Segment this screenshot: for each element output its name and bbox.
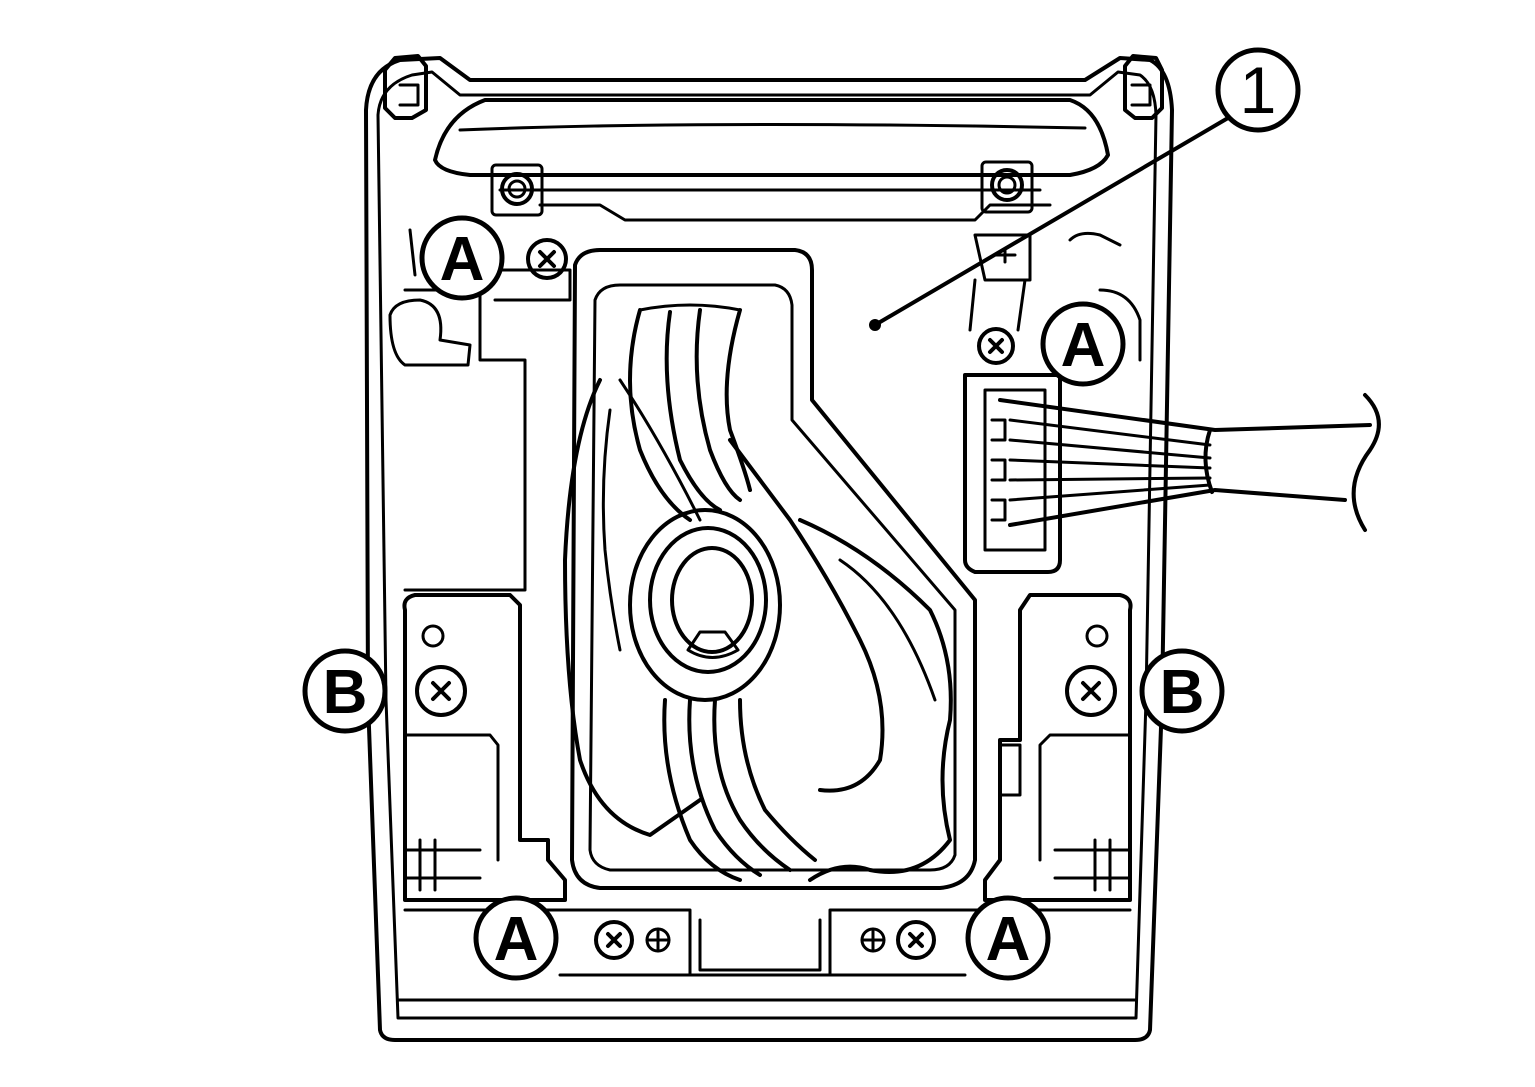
- bottom-left-clip: [403, 838, 482, 892]
- callout-a-top-left-label: A: [440, 225, 485, 294]
- screw-a-bottom-left: [594, 920, 671, 960]
- callout-a-top-left: A: [419, 215, 505, 301]
- shift-lever-collar: [628, 508, 782, 702]
- wire-harness: [998, 393, 1381, 532]
- screw-a-top-left: [526, 238, 568, 280]
- right-lower-panel: [983, 593, 1133, 902]
- shift-boot: [563, 303, 953, 882]
- top-right-boss: [980, 160, 1034, 214]
- callout-b-right: B: [1139, 648, 1225, 734]
- connector: [963, 373, 1062, 574]
- callout-b-right-label: B: [1160, 658, 1205, 727]
- callout-a-right-label: A: [1061, 311, 1106, 380]
- callout-a-bottom-right-label: A: [986, 905, 1031, 974]
- callout-a-bottom-right: A: [965, 895, 1051, 981]
- top-trim-bar: [433, 98, 1110, 222]
- part-1-leader: [869, 116, 1230, 331]
- callout-a-bottom-left: A: [473, 895, 559, 981]
- callout-b-left-label: B: [323, 658, 368, 727]
- callout-part-1-label: 1: [1240, 53, 1277, 127]
- shift-boot-well: [570, 248, 977, 890]
- bottom-right-clip: [1053, 838, 1132, 892]
- left-lower-panel: [402, 593, 567, 902]
- callout-part-1: 1: [1215, 47, 1301, 133]
- screw-a-right: [977, 327, 1015, 365]
- screw-a-bottom-right: [860, 920, 936, 960]
- top-left-boss: [490, 163, 544, 217]
- callout-a-right: A: [1040, 301, 1126, 387]
- top-left-clip: [383, 54, 428, 120]
- right-inner-panel: [968, 231, 1142, 362]
- top-right-clip: [1123, 54, 1164, 120]
- callout-b-left: B: [302, 648, 388, 734]
- callout-a-bottom-left-label: A: [494, 905, 539, 974]
- screw-b-left: [415, 665, 467, 717]
- bottom-tray: [403, 908, 1132, 977]
- screw-b-right: [1065, 665, 1117, 717]
